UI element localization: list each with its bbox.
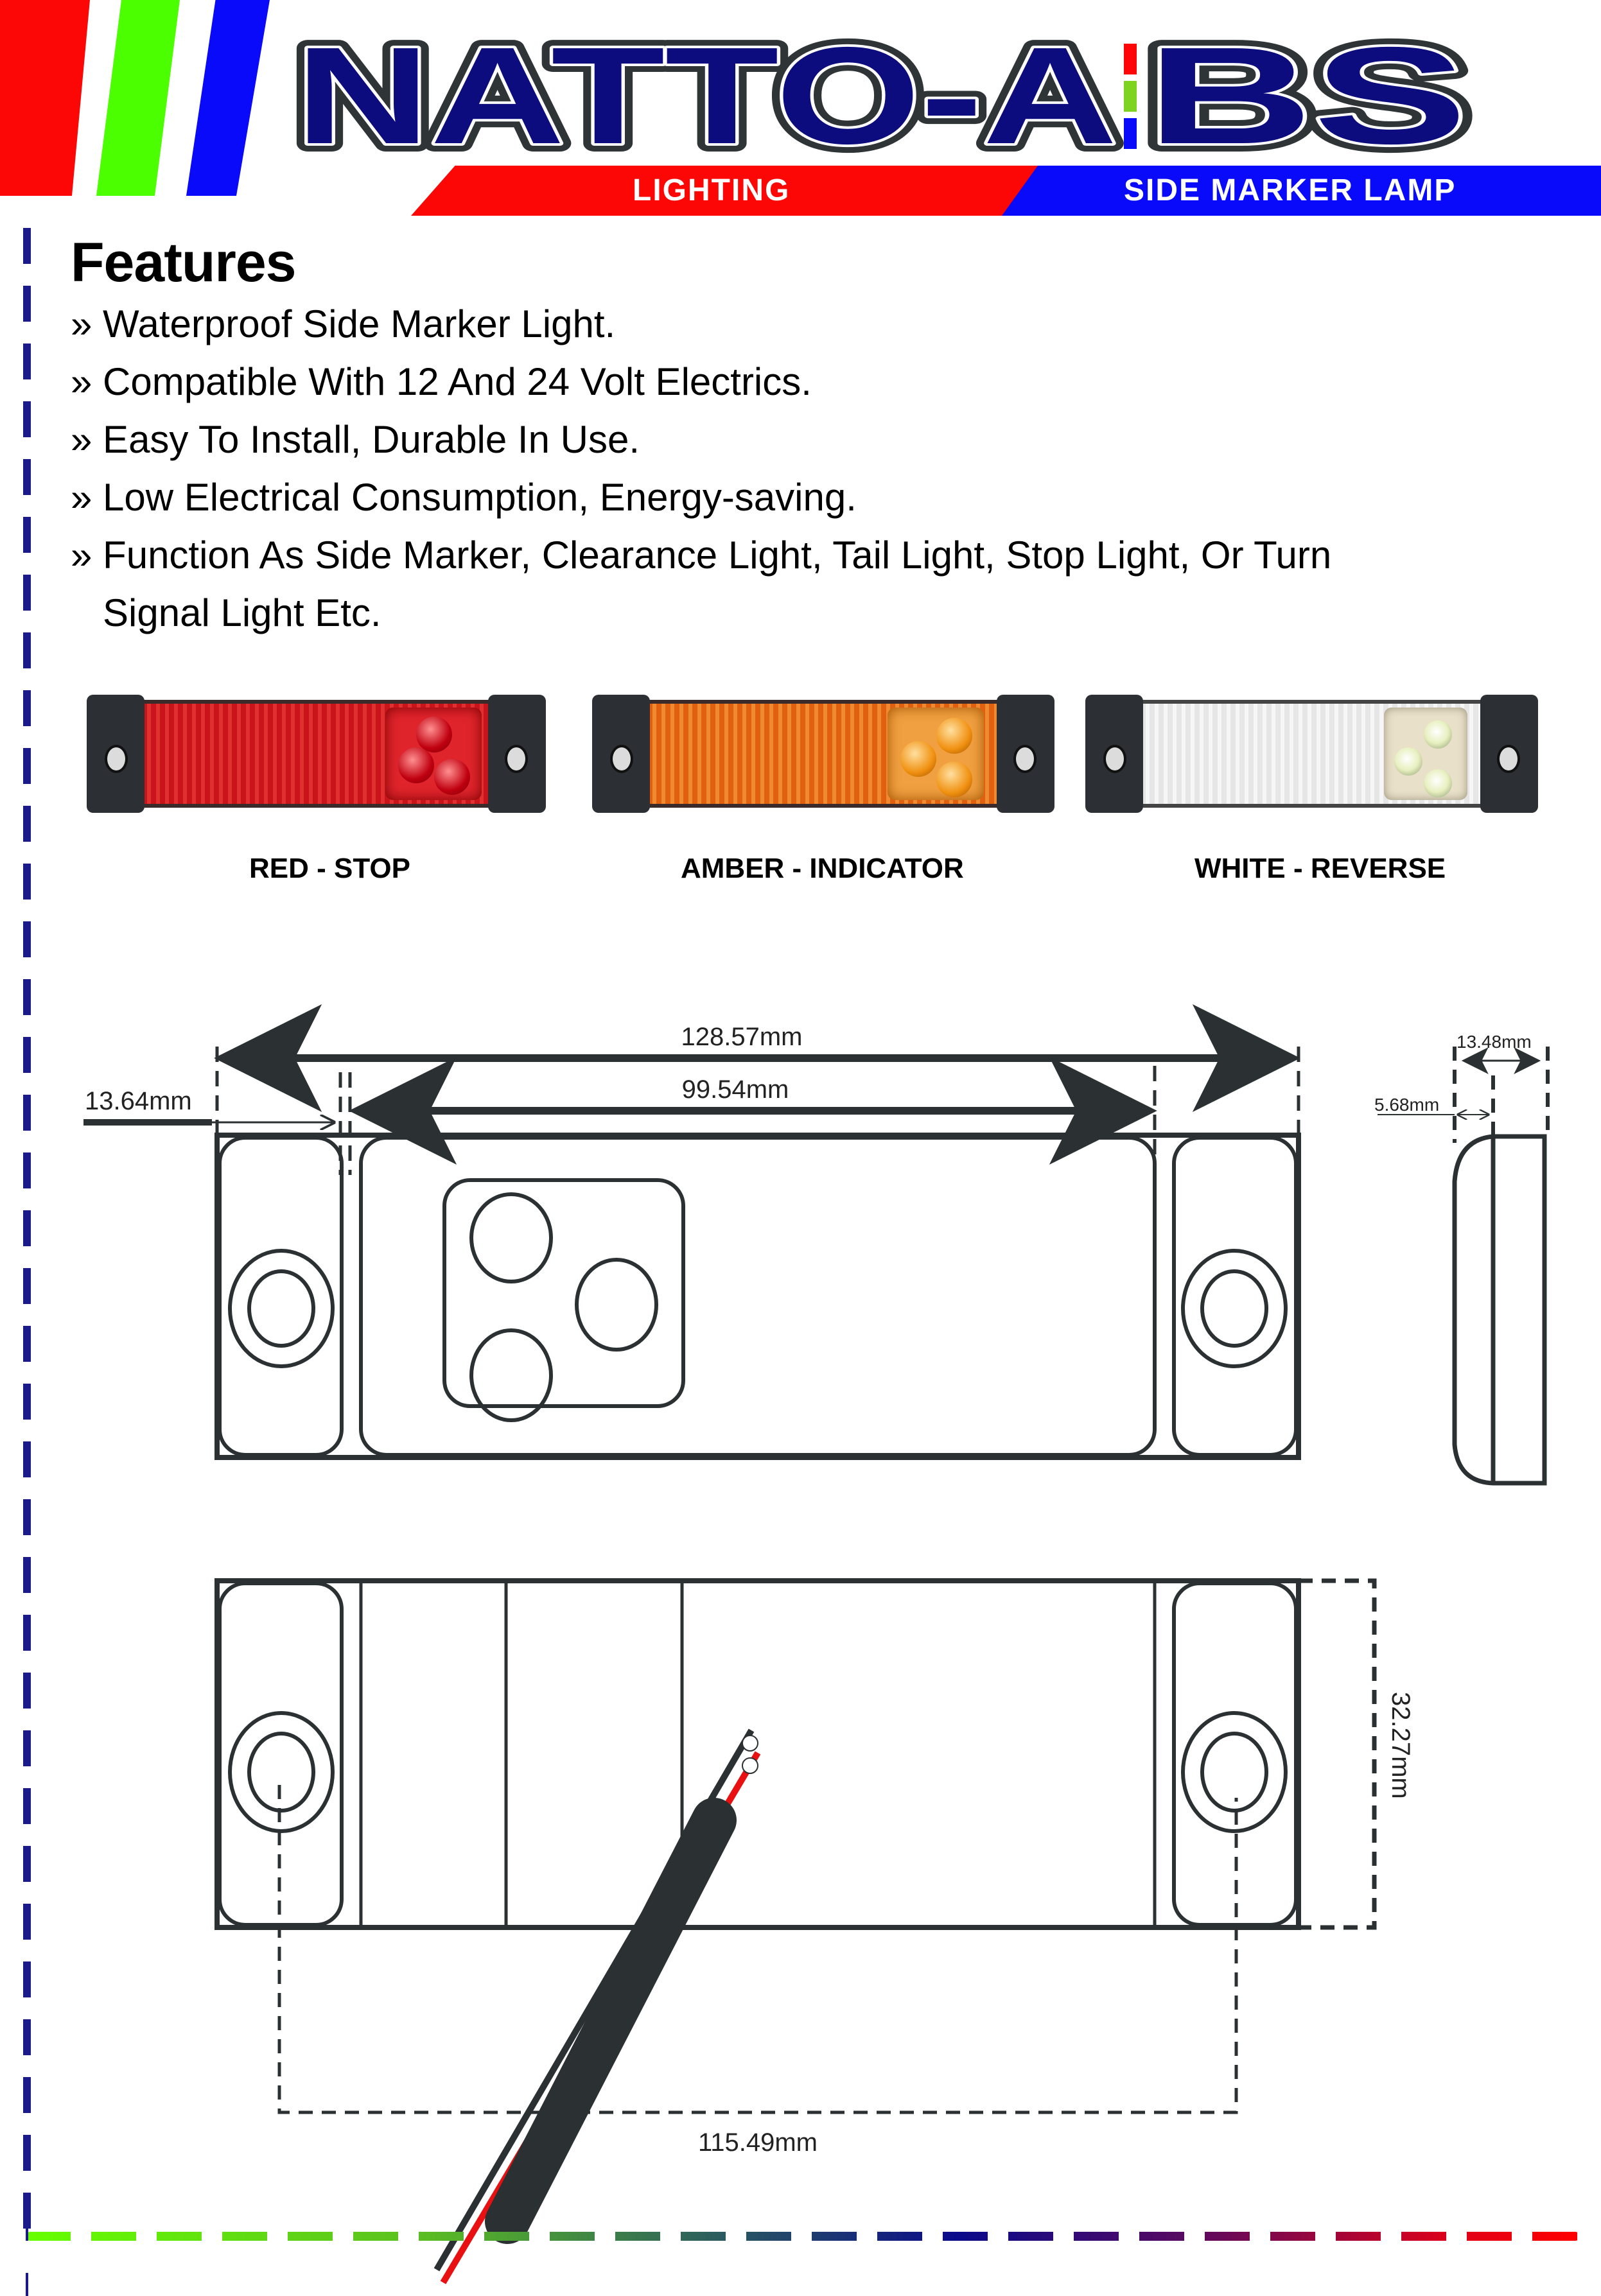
led-icon (936, 761, 972, 797)
mounting-bracket-left (1085, 695, 1143, 813)
logo-text-prefix: NATTO-A (295, 31, 1117, 159)
bottom-gradient-dashes (26, 2232, 1580, 2241)
led-circle (575, 1258, 658, 1352)
feature-item: » Easy To Install, Durable In Use. (71, 418, 640, 461)
product-photo-amber (592, 695, 1054, 813)
dim-label-bracket: 13.64mm (85, 1087, 192, 1115)
corner-stripe-red (0, 0, 90, 196)
features-list: » Waterproof Side Marker Light. » Compat… (71, 295, 1331, 642)
brand-logo: NATTO-A NATTO-A BS BS (287, 10, 1477, 181)
banner-category (411, 166, 1040, 216)
mount-hole-outer (228, 1249, 335, 1368)
side-view (1378, 1047, 1550, 1486)
mount-hole-outer (1181, 1249, 1288, 1368)
dim-label-overall: 128.57mm (681, 1023, 803, 1051)
corner-stripe-blue (186, 0, 270, 196)
bracket-left-outline (218, 1136, 344, 1457)
led-panel-outline (442, 1178, 685, 1408)
led-icon (398, 747, 434, 783)
led-housing (1384, 708, 1467, 800)
mounting-hole (505, 745, 528, 773)
feature-item: » Function As Side Marker, Clearance Lig… (71, 526, 1331, 642)
mounting-hole (610, 745, 633, 773)
logo-bar-red (1124, 44, 1137, 74)
banner-product-label: SIDE MARKER LAMP (1124, 173, 1457, 207)
dim-label-depth-total: 13.48mm (1457, 1032, 1532, 1052)
led-circle (469, 1192, 553, 1283)
feature-item: » Compatible With 12 And 24 Volt Electri… (71, 360, 812, 403)
logo-text-suffix: BS (1146, 31, 1467, 159)
caption-white-reverse: WHITE - REVERSE (1194, 853, 1446, 884)
mount-hole-inner (247, 1269, 315, 1348)
mounting-hole (1497, 745, 1520, 773)
logo-bar-blue (1124, 118, 1137, 149)
mounting-bracket-right (997, 695, 1054, 813)
feature-item: » Low Electrical Consumption, Energy-sav… (71, 476, 857, 519)
bullet-icon: » (71, 360, 92, 403)
feature-item: » Waterproof Side Marker Light. (71, 302, 616, 345)
lens-outline (359, 1136, 1157, 1457)
caption-amber-indicator: AMBER - INDICATOR (681, 853, 964, 884)
bottom-view (214, 1578, 1377, 2284)
bullet-icon: » (71, 476, 92, 519)
mounting-hole (1103, 745, 1126, 773)
bullet-icon: » (71, 534, 92, 577)
mounting-bracket-right (1480, 695, 1538, 813)
mounting-bracket-left (592, 695, 650, 813)
dim-label-hole-spacing: 115.49mm (698, 2128, 818, 2157)
technical-drawing: 128.57mm 99.54mm 13.64mm 13.48mm 5.68mm … (0, 995, 1601, 2284)
mounting-bracket-left (87, 695, 144, 813)
corner-stripe-green (96, 0, 180, 196)
led-circle (469, 1328, 553, 1422)
led-icon (1394, 747, 1422, 776)
bracket-right-outline (1172, 1136, 1298, 1457)
led-icon (434, 759, 470, 795)
logo-text-prefix-inner: NATTO-A (295, 31, 1117, 159)
features-heading: Features (71, 232, 296, 293)
led-housing (385, 708, 482, 800)
mount-hole-inner (1200, 1269, 1268, 1348)
dim-label-depth-lens: 5.68mm (1374, 1095, 1439, 1115)
led-icon (900, 741, 936, 777)
dim-label-lens: 99.54mm (682, 1075, 789, 1104)
cable-sheath (485, 1798, 737, 2244)
banner-product (1002, 166, 1601, 216)
led-housing (888, 708, 984, 800)
feature-item-continuation: Signal Light Etc. (103, 591, 381, 634)
left-dashed-border (23, 222, 31, 2250)
product-photo-white (1085, 695, 1538, 813)
logo-bar-green (1124, 81, 1137, 112)
logo-text-suffix-inner: BS (1146, 31, 1467, 159)
led-icon (1424, 720, 1452, 749)
banner-category-label: LIGHTING (633, 173, 791, 207)
caption-red-stop: RED - STOP (249, 853, 411, 884)
product-photo-red (87, 695, 546, 813)
top-view-outline (214, 1133, 1301, 1460)
led-icon (1424, 769, 1452, 797)
dim-label-height: 32.27mm (1387, 1692, 1415, 1799)
mounting-hole (105, 745, 128, 773)
led-icon (936, 718, 972, 754)
mounting-bracket-right (488, 695, 546, 813)
left-dashed-border-tail (26, 2209, 28, 2296)
led-icon (416, 717, 452, 752)
bullet-icon: » (71, 418, 92, 461)
mounting-hole (1013, 745, 1037, 773)
bullet-icon: » (71, 302, 92, 345)
